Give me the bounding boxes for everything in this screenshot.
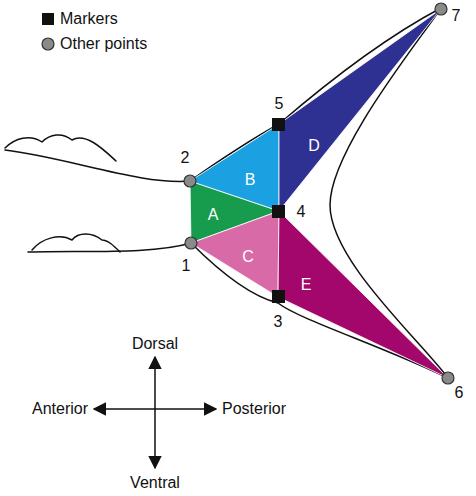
triangle-label-box: D <box>308 138 320 154</box>
tail-triangle: B <box>190 124 279 211</box>
triangle-label: A <box>208 207 219 223</box>
body-outline <box>5 150 190 181</box>
marker-square <box>272 205 285 218</box>
legend-entry: Other points <box>60 36 147 52</box>
point-number-box: 7 <box>452 8 461 24</box>
callout-number: 4 <box>297 204 306 220</box>
triangle-fill <box>191 211 279 297</box>
triangle-fill <box>190 124 279 211</box>
legend-text: Markers <box>60 11 118 27</box>
point-number-box: 1 <box>182 258 191 274</box>
point-sample <box>42 38 54 50</box>
direction-label-box: Posterior <box>222 401 286 417</box>
triangle-shape <box>279 9 441 211</box>
other-point <box>184 175 196 187</box>
direction-label-box: Anterior <box>32 401 88 417</box>
callout-number: 6 <box>455 385 464 401</box>
point-number-box: 3 <box>274 314 283 330</box>
callout-number: 2 <box>181 150 190 166</box>
direction-label: Posterior <box>222 401 286 417</box>
triangle-label: D <box>308 138 320 154</box>
fin-outline <box>5 135 116 161</box>
body-outline <box>28 243 191 252</box>
marker-sample <box>42 13 54 25</box>
point-number-box: 2 <box>181 150 190 166</box>
point-number-box: 5 <box>275 96 284 112</box>
callout-number: 7 <box>452 8 461 24</box>
direction-label-box: Dorsal <box>132 336 178 352</box>
direction-label: Ventral <box>130 475 180 491</box>
tail-triangle: C <box>191 211 279 297</box>
marker-square <box>272 118 285 131</box>
triangle-label: E <box>301 277 312 293</box>
triangle-shape <box>190 124 279 211</box>
tail-triangle: E <box>278 211 448 378</box>
compass-arrow <box>94 408 216 410</box>
callout-number: 5 <box>275 96 284 112</box>
compass-arrow <box>154 357 156 468</box>
legend-text: Other points <box>60 36 147 52</box>
triangle-label: C <box>242 249 254 265</box>
point-number-box: 6 <box>455 385 464 401</box>
direction-label: Anterior <box>32 401 88 417</box>
triangle-shape <box>191 211 279 297</box>
direction-label-box: Ventral <box>130 475 180 491</box>
triangle-label-box: A <box>208 207 219 223</box>
triangle-fill <box>278 211 448 378</box>
callout-number: 1 <box>182 258 191 274</box>
tail-triangle: D <box>279 9 441 211</box>
triangle-label: B <box>245 172 256 188</box>
direction-label: Dorsal <box>132 336 178 352</box>
fin-outline <box>32 234 120 252</box>
triangle-label-box: C <box>242 249 254 265</box>
other-point <box>185 237 197 249</box>
marker-square <box>272 290 285 303</box>
triangle-fill <box>279 9 441 211</box>
triangle-label-box: E <box>301 277 312 293</box>
other-point <box>442 372 454 384</box>
triangle-shape <box>278 211 448 378</box>
legend-entry: Markers <box>60 11 118 27</box>
callout-number: 3 <box>274 314 283 330</box>
other-point <box>435 3 447 15</box>
triangle-label-box: B <box>245 172 256 188</box>
point-number-box: 4 <box>297 204 306 220</box>
